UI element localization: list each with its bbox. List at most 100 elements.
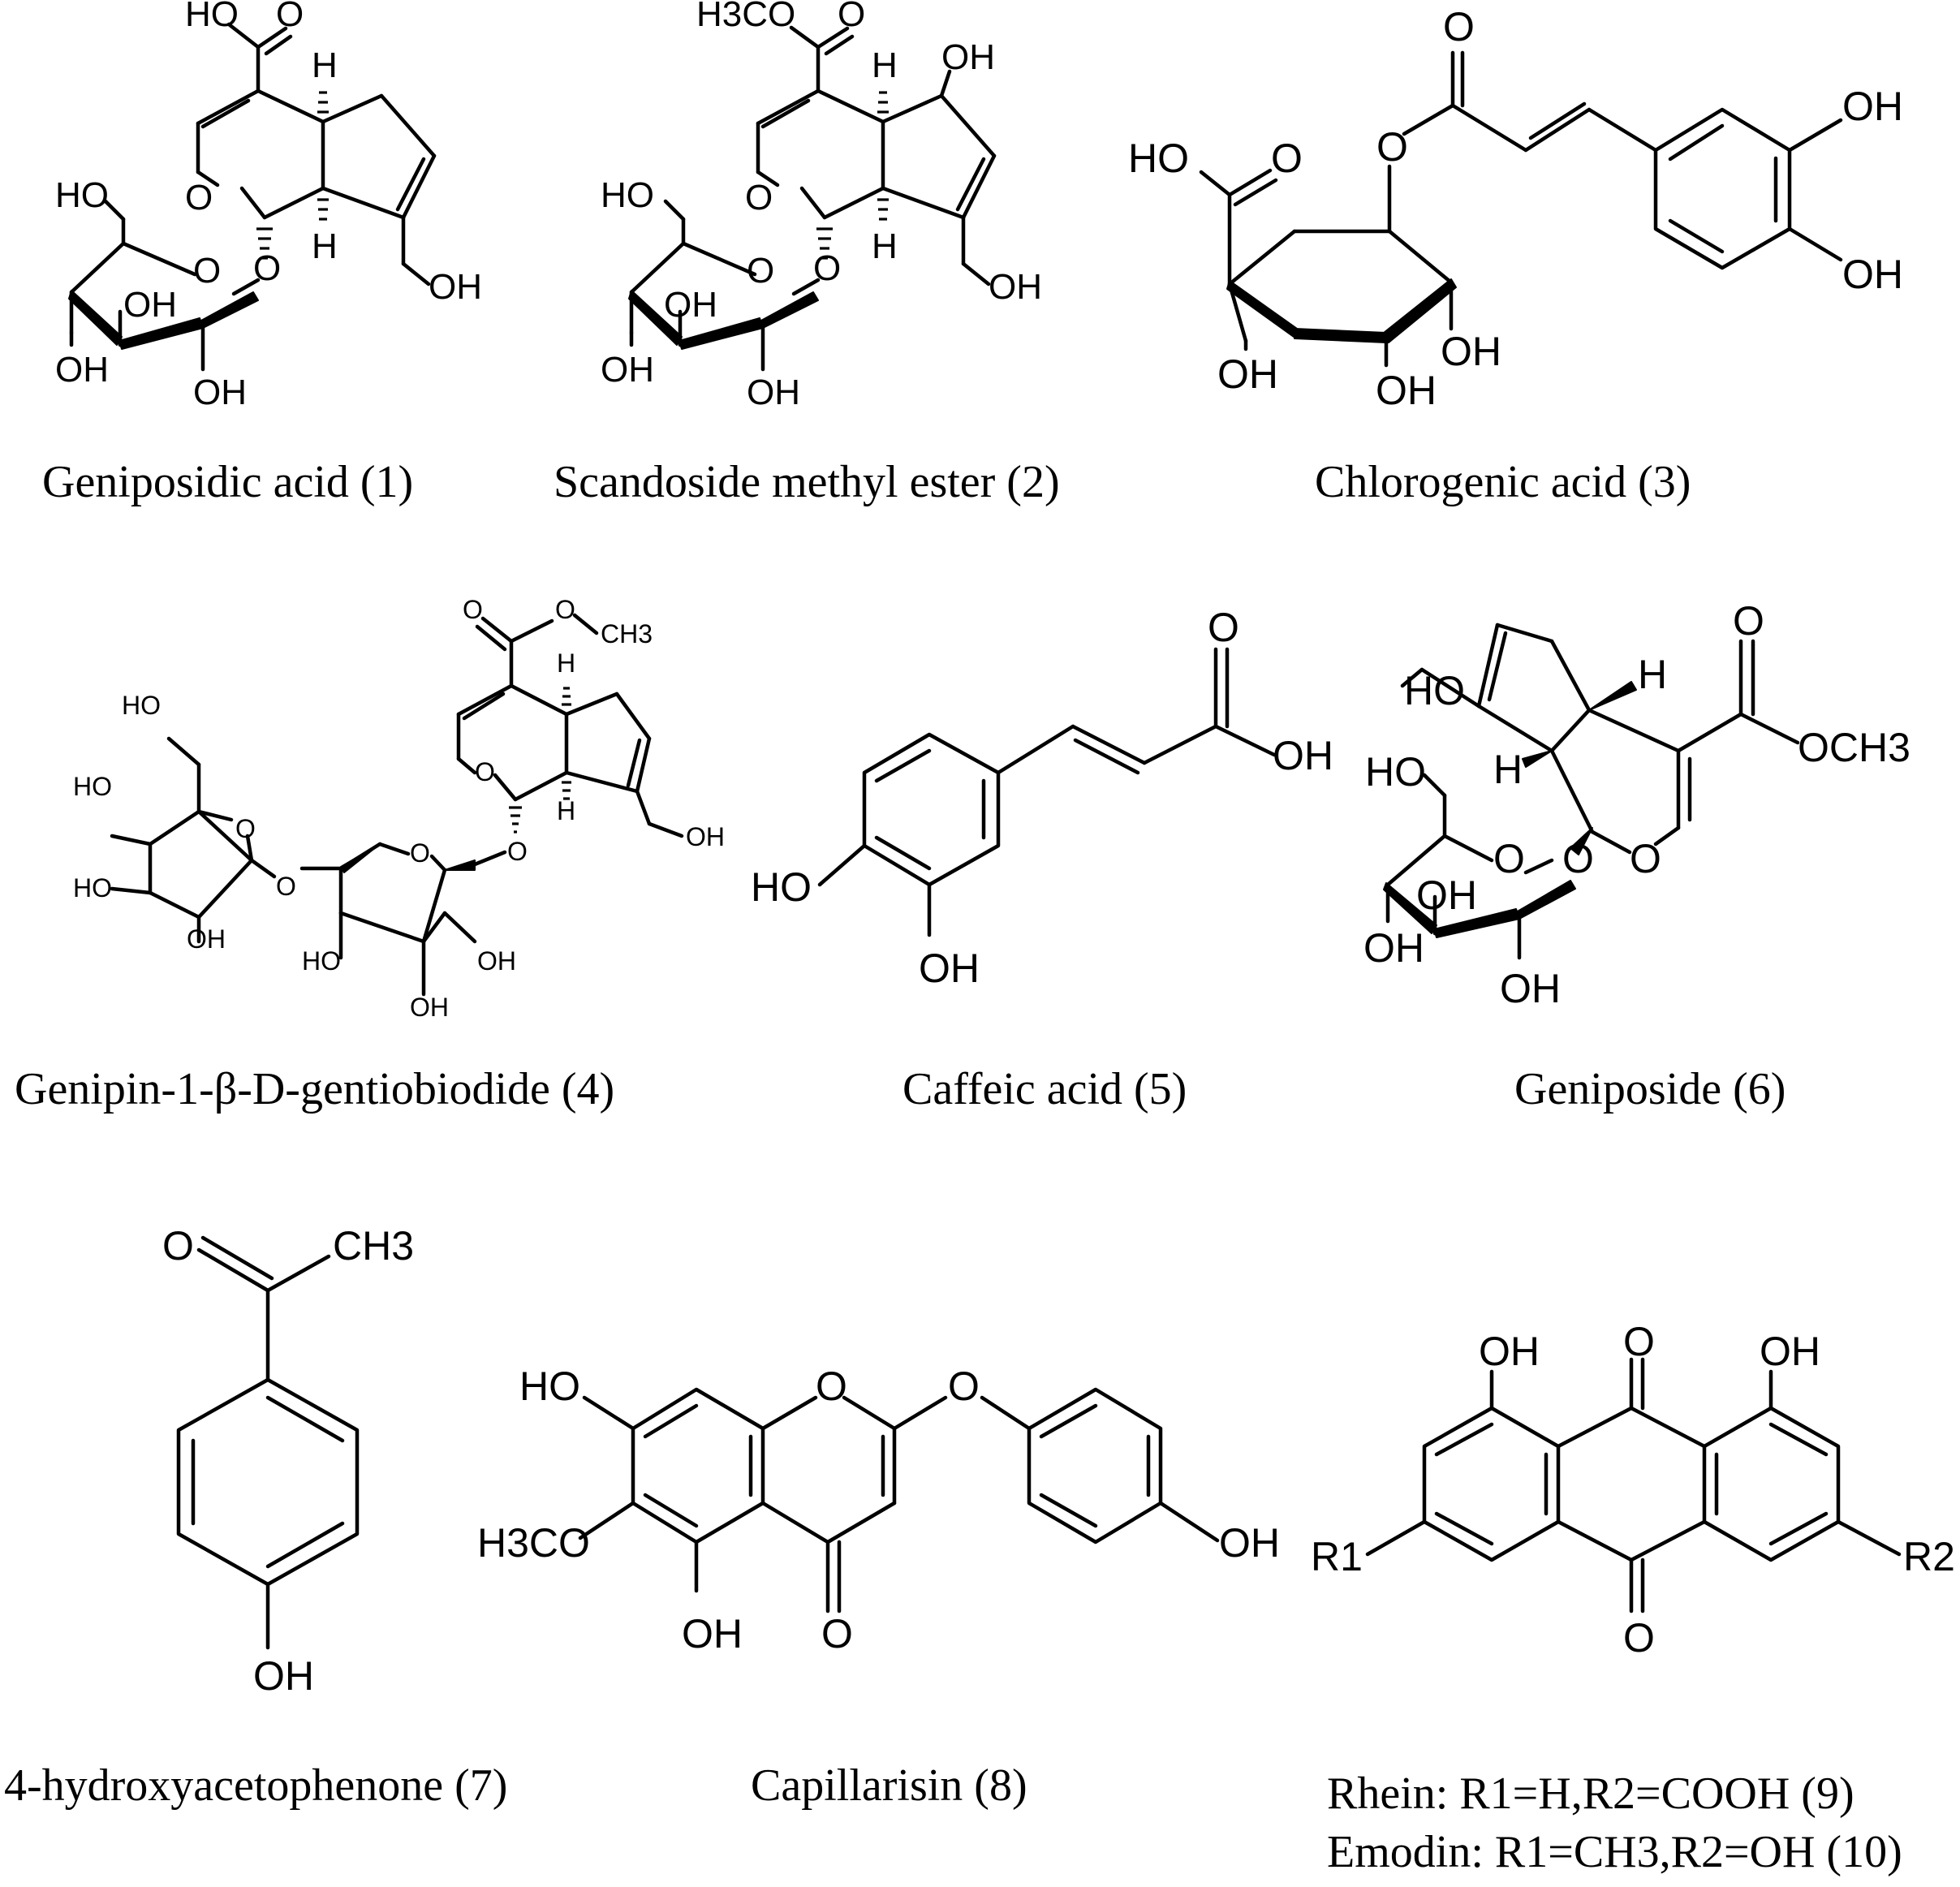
carbonyl-o-label: O — [162, 1223, 194, 1269]
oh-c-label: OH — [747, 373, 800, 412]
phenol-oh-label: OH — [1219, 1520, 1280, 1566]
carboxyl-oh-label: HO — [185, 0, 239, 34]
ch2oh-label: OH — [989, 267, 1042, 307]
h-left-label: H — [1493, 747, 1523, 792]
sugar1-ring-o-label: O — [235, 814, 256, 843]
methyl-label: CH3 — [601, 619, 653, 648]
compound-name-7: 4-hydroxyacetophenone (7) — [4, 1760, 507, 1811]
r2-label: R2 — [1903, 1534, 1955, 1579]
glycosidic-o-label: O — [253, 248, 281, 288]
ester-o-label: O — [1376, 124, 1408, 170]
oh-a-label: OH — [1217, 351, 1278, 397]
sugar-ch2oh-label: HO — [1365, 749, 1426, 795]
r1-label: R1 — [1311, 1534, 1363, 1579]
carbonyl-o-label: O — [276, 0, 304, 34]
compound-name-1: Geniposidic acid (1) — [42, 457, 413, 507]
oh-ar1-label: OH — [1842, 84, 1903, 129]
ring-o-label: O — [816, 1364, 847, 1409]
compound-name-2: Scandoside methyl ester (2) — [554, 457, 1060, 507]
oh-label: OH — [253, 1653, 314, 1699]
sugar-ch2oh-label: HO — [601, 175, 654, 215]
oh-b-label: OH — [1363, 925, 1424, 971]
oh-c-label: OH — [1441, 329, 1501, 374]
oh-a-label: OH — [1416, 872, 1477, 918]
ether-o-label: O — [948, 1364, 980, 1409]
oh-c-label: OH — [193, 373, 247, 412]
h-bottom-label: H — [312, 226, 338, 266]
acid-oh-label: OH — [1273, 733, 1333, 778]
sugar1-ch2oh-label: HO — [122, 691, 161, 720]
c10-o-label: O — [1623, 1615, 1655, 1661]
ring-o-label: O — [1630, 836, 1661, 881]
structure-anthraquinone: OH O OH O R1 R2 Rhein: R1=H,R2=COOH (9) … — [1311, 1319, 1955, 1877]
glycosidic-o-label: O — [507, 837, 528, 866]
carbonyl-o-label: O — [838, 0, 865, 34]
methyl-label: CH3 — [333, 1223, 414, 1269]
compound-name-4: Genipin-1-β-D-gentiobiodide (4) — [15, 1064, 614, 1114]
compound-name-8: Capillarisin (8) — [751, 1760, 1027, 1811]
ester-och3-label: H3CO — [696, 0, 795, 34]
glycosidic-o-label: O — [813, 248, 841, 288]
oh-top-label: OH — [941, 37, 995, 77]
compound-name-10: Emodin: R1=CH3,R2=OH (10) — [1327, 1827, 1902, 1877]
sugar2-oh-label: OH — [410, 993, 449, 1022]
carbonyl-o-label: O — [463, 595, 483, 624]
oh1-label: OH — [1479, 1329, 1540, 1374]
carboxyl-oh-label: HO — [1128, 136, 1189, 181]
structure-caffeic-acid: O OH HO OH Caffeic acid (5) — [751, 605, 1333, 1114]
ch2oh-label: OH — [686, 822, 725, 851]
structure-chlorogenic-acid: HO O O O OH OH OH OH OH Chlorogenic acid… — [1128, 4, 1903, 507]
sugar-ring-o-label: O — [1493, 836, 1525, 881]
oh-ar2-label: OH — [1842, 252, 1903, 297]
methoxy-label: OCH3 — [1798, 725, 1910, 770]
ring-o-label: O — [745, 178, 773, 218]
sugar1-ho2-label: HO — [73, 772, 112, 801]
sugar1-oh-label: OH — [187, 924, 226, 954]
h-top-label: H — [312, 45, 338, 85]
oh-b-label: OH — [1376, 368, 1437, 413]
h-right-label: H — [1638, 652, 1667, 697]
h-top-label: H — [872, 45, 898, 85]
ch2oh-label: OH — [429, 267, 482, 307]
structure-geniposidic-acid: HO O H O H O OH HO O OH OH OH Geniposidi… — [42, 0, 482, 507]
sugar-ch2oh-label: HO — [55, 175, 109, 215]
oh5-label: OH — [682, 1611, 743, 1657]
compound-name-3: Chlorogenic acid (3) — [1315, 457, 1691, 507]
sugar2-oh2-label: OH — [477, 946, 516, 976]
compound-name-9: Rhein: R1=H,R2=COOH (9) — [1327, 1769, 1854, 1819]
sugar-ring-o-label: O — [747, 251, 774, 291]
oh-a-label: OH — [123, 285, 177, 325]
oh-c-label: OH — [1500, 966, 1561, 1011]
ester-o-label: O — [555, 595, 575, 624]
ring-o-label: O — [185, 178, 213, 218]
structure-capillarisin: HO O O H3CO OH O OH Capillarisin (8) — [477, 1364, 1280, 1811]
ester-carbonyl-o-label: O — [1443, 4, 1475, 50]
link-o-label: O — [276, 872, 296, 901]
carbonyl-o-label: O — [1733, 598, 1764, 644]
ch2oh-ho-label: HO — [1404, 668, 1465, 713]
carbonyl-o-label: O — [1208, 605, 1239, 650]
oh8-label: OH — [1760, 1329, 1820, 1374]
ring-ho-label: HO — [751, 864, 812, 910]
carbonyl-o-label: O — [1271, 136, 1303, 181]
ho-label: HO — [519, 1364, 580, 1409]
ring-o-label: O — [475, 757, 495, 786]
h-bottom-label: H — [872, 226, 898, 266]
h-bottom-label: H — [557, 796, 575, 825]
ring-oh-label: OH — [919, 946, 980, 991]
oh-b-label: OH — [55, 350, 109, 390]
methoxy-label: H3CO — [477, 1520, 590, 1566]
h-top-label: H — [557, 648, 575, 678]
sugar2-ring-o-label: O — [410, 838, 430, 868]
c9-o-label: O — [1623, 1319, 1655, 1364]
oh-a-label: OH — [664, 285, 717, 325]
glycosidic-o-label: O — [1562, 836, 1594, 881]
sugar1-ho3-label: HO — [73, 873, 112, 903]
compound-name-5: Caffeic acid (5) — [902, 1064, 1187, 1114]
oh-b-label: OH — [601, 350, 654, 390]
structure-4-hydroxyacetophenone: O CH3 OH 4-hydroxyacetophenone (7) — [4, 1223, 507, 1811]
structure-genipin-gentiobiodide: O O CH3 H H O O OH HO O HO HO OH O O HO … — [15, 595, 725, 1114]
sugar2-ho-label: HO — [302, 946, 341, 976]
structure-geniposide: HO H H O OCH3 O O HO O OH OH OH Geniposi… — [1363, 598, 1910, 1114]
